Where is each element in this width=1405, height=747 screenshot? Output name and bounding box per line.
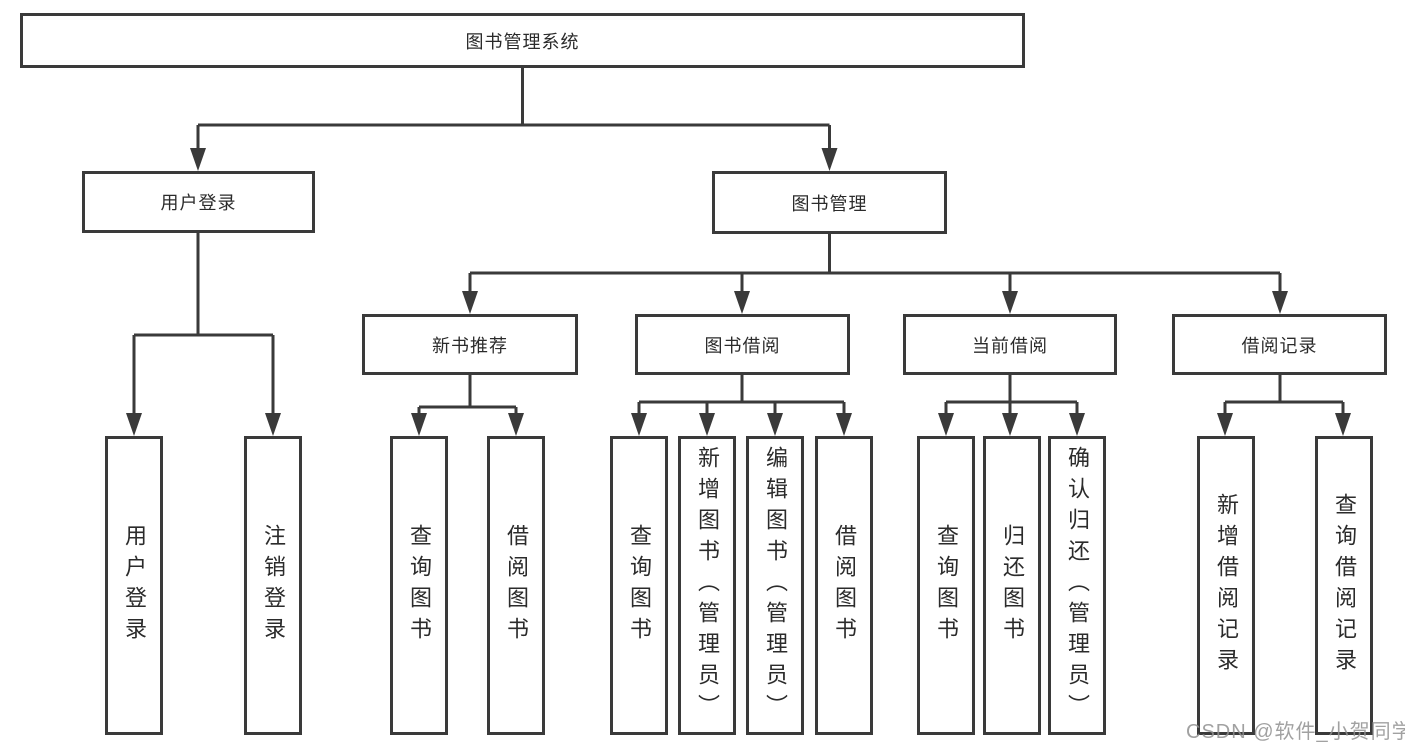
csdn-watermark: CSDN @软件_小贺同学 <box>1186 721 1405 743</box>
leaf-query-borrow-record: 查询借阅记录 <box>1315 436 1373 735</box>
node-user-login-group: 用户登录 <box>82 171 315 233</box>
leaf-return-books: 归还图书 <box>983 436 1041 735</box>
node-current-borrowing: 当前借阅 <box>903 314 1117 375</box>
leaf-query-books-recommend: 查询图书 <box>390 436 448 735</box>
leaf-query-books-borrowing: 查询图书 <box>610 436 668 735</box>
leaf-query-books-current: 查询图书 <box>917 436 975 735</box>
leaf-add-books-admin: 新增图书（管理员） <box>678 436 736 735</box>
leaf-borrow-books: 借阅图书 <box>815 436 873 735</box>
node-borrowing-records: 借阅记录 <box>1172 314 1387 375</box>
node-library-system: 图书管理系统 <box>20 13 1025 68</box>
node-new-book-recommend: 新书推荐 <box>362 314 578 375</box>
leaf-confirm-return-admin: 确认归还（管理员） <box>1048 436 1106 735</box>
leaf-add-borrow-record: 新增借阅记录 <box>1197 436 1255 735</box>
node-book-borrowing: 图书借阅 <box>635 314 850 375</box>
leaf-borrow-books-recommend: 借阅图书 <box>487 436 545 735</box>
leaf-user-login: 用户登录 <box>105 436 163 735</box>
leaf-logout: 注销登录 <box>244 436 302 735</box>
leaf-edit-books-admin: 编辑图书（管理员） <box>746 436 804 735</box>
node-book-management-group: 图书管理 <box>712 171 947 234</box>
